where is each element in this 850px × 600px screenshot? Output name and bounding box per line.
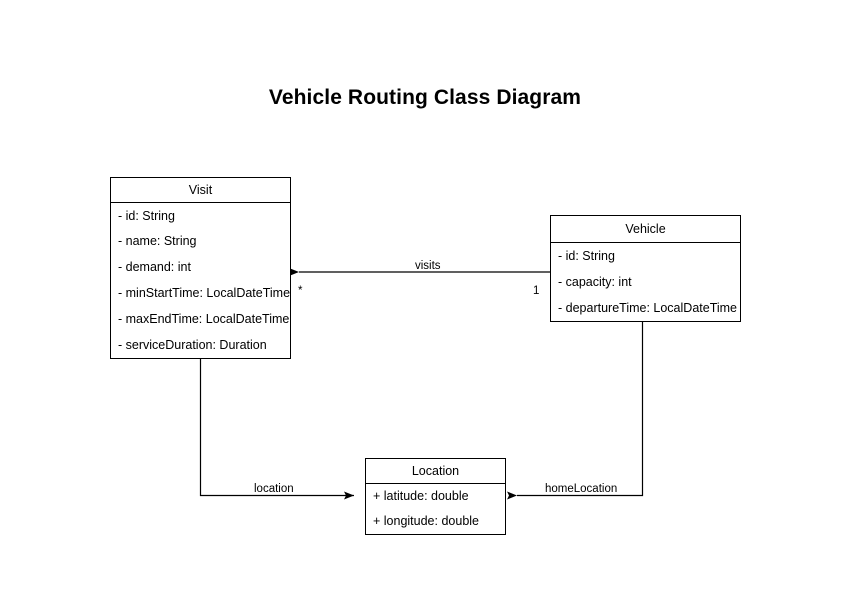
attribute-row: + longitude: double: [373, 514, 479, 529]
class-name-location: Location: [366, 459, 505, 484]
edge-location-line: [199, 359, 354, 500]
class-attributes-visit: - id: String - name: String - demand: in…: [111, 203, 290, 358]
edge-homelocation-line: [507, 322, 644, 500]
attribute-row: - serviceDuration: Duration: [118, 337, 267, 352]
class-box-vehicle[interactable]: Vehicle - id: String - capacity: int - d…: [550, 215, 741, 322]
attribute-row: - minStartTime: LocalDateTime: [118, 286, 291, 301]
edge-homelocation: [507, 322, 644, 500]
edge-location: [199, 359, 354, 500]
attribute-row: - departureTime: LocalDateTime: [558, 300, 738, 315]
edge-multiplicity-vehicle-side: 1: [533, 285, 540, 297]
attribute-row: - capacity: int: [558, 274, 632, 289]
attribute-row: - id: String: [118, 208, 175, 223]
class-attributes-location: + latitude: double + longitude: double: [366, 484, 505, 534]
attribute-row: + latitude: double: [373, 489, 469, 504]
edge-label-location: location: [254, 483, 294, 495]
edge-multiplicity-visit-side: *: [298, 285, 303, 297]
attribute-row: - id: String: [558, 248, 615, 263]
page-title: Vehicle Routing Class Diagram: [268, 86, 582, 109]
attribute-row: - demand: int: [118, 260, 191, 275]
class-box-visit[interactable]: Visit - id: String - name: String - dema…: [110, 177, 291, 359]
class-box-location[interactable]: Location + latitude: double + longitude:…: [365, 458, 506, 535]
class-name-vehicle: Vehicle: [551, 216, 740, 243]
class-attributes-vehicle: - id: String - capacity: int - departure…: [551, 243, 740, 321]
edge-label-visits: visits: [415, 260, 441, 272]
attribute-row: - name: String: [118, 234, 197, 249]
edge-label-homelocation: homeLocation: [545, 483, 618, 495]
class-name-visit: Visit: [111, 178, 290, 203]
attribute-row: - maxEndTime: LocalDateTime: [118, 311, 290, 326]
